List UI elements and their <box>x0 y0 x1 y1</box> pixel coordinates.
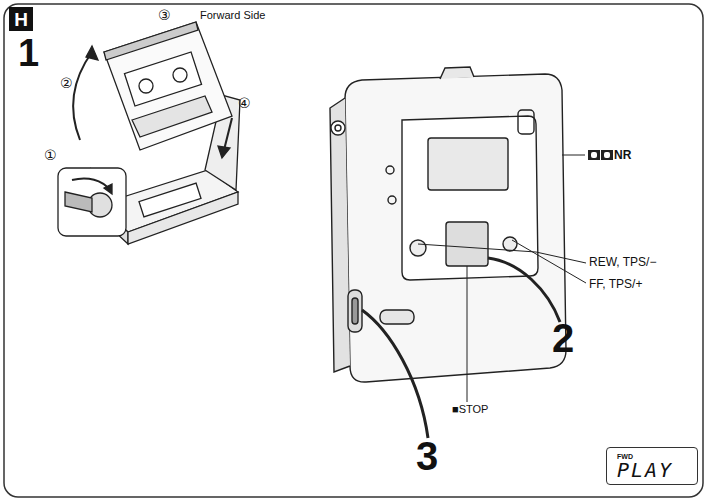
section-letter: H <box>14 10 28 29</box>
cassette-player <box>330 67 566 382</box>
lcd-display: FWDPLAY <box>606 447 698 485</box>
cassette-loading <box>58 22 240 244</box>
control-label: NR <box>614 149 631 161</box>
control-label: REW, TPS/− <box>589 256 656 268</box>
callout-number: ① <box>44 148 57 162</box>
step-number: 1 <box>18 34 39 72</box>
direction-indicator: FWD <box>617 453 633 460</box>
callout-number: ③ <box>158 8 171 22</box>
display-text: PLAY <box>617 460 673 480</box>
control-label: ■STOP <box>452 404 488 415</box>
section-badge: H <box>9 7 33 31</box>
frame <box>4 4 703 497</box>
leader-lines <box>362 155 586 438</box>
step-number: 2 <box>552 318 574 358</box>
part-label: Forward Side <box>200 10 265 21</box>
dolby-symbol <box>588 150 613 160</box>
control-label: FF, TPS/+ <box>589 278 642 290</box>
step-number: 3 <box>416 436 438 476</box>
callout-number: ② <box>60 76 73 90</box>
callout-number: ④ <box>238 96 251 110</box>
